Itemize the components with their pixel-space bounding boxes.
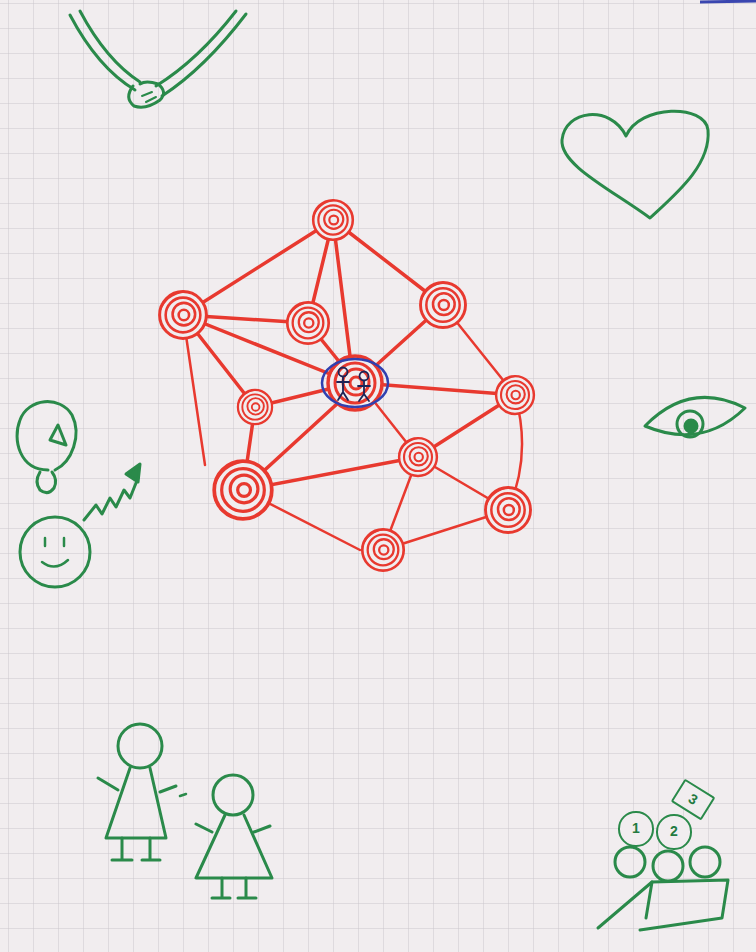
heart-icon [562,111,708,218]
callout-number: 2 [670,824,678,839]
swirl-node [313,200,353,240]
numbered-circle: 2 [656,814,691,849]
swirl-node [238,390,272,424]
swirl-node [486,488,531,533]
swirl-node [362,529,403,570]
swirl-node [496,376,534,414]
swirl-node [399,438,437,476]
network-nodes [160,200,534,571]
callout-number: 3 [686,791,701,808]
idea-icon [17,402,140,587]
swirl-node [214,461,272,519]
team-icon [598,847,728,930]
callout-number: 1 [632,821,640,836]
swirl-node [421,283,466,328]
network-lines [183,220,522,550]
edge-mark [700,1,756,2]
swirl-node [160,292,207,339]
family-center [322,359,388,407]
handshake-icon [70,11,246,107]
eye-icon [645,397,745,437]
numbered-circle: 1 [618,811,653,846]
swirl-node [287,302,328,343]
two-people-icon [98,724,272,898]
